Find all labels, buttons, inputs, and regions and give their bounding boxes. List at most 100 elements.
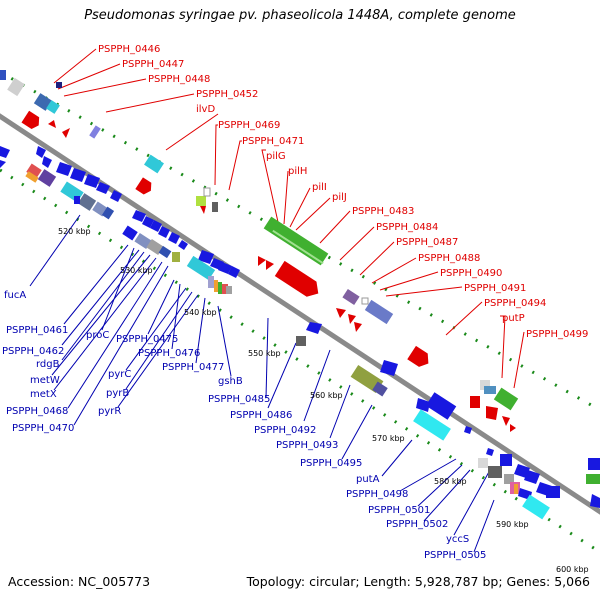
gene-arrow <box>142 216 154 228</box>
gene-arrow <box>407 345 429 367</box>
inner-dotted-track <box>0 168 600 554</box>
gene-block <box>413 409 451 441</box>
gene-label[interactable]: yccS <box>446 534 469 545</box>
gene-label[interactable]: PSPPH_0501 <box>368 505 430 516</box>
gene-label[interactable]: PSPPH_0483 <box>352 206 414 217</box>
gene-block <box>46 100 60 114</box>
gene-label[interactable]: PSPPH_0499 <box>526 329 588 340</box>
gene-arrow <box>274 260 319 297</box>
gene-block <box>172 252 180 262</box>
gene-label[interactable]: PSPPH_0452 <box>196 89 258 100</box>
gene-label[interactable]: pyrR <box>98 406 121 417</box>
gene-label[interactable]: PSPPH_0492 <box>254 425 316 436</box>
gene-label[interactable]: PSPPH_0476 <box>138 348 200 359</box>
tick-label: 570 kbp <box>372 434 405 443</box>
gene-arrow <box>470 396 480 408</box>
gene-arrow <box>464 426 472 434</box>
gene-label[interactable]: PSPPH_0461 <box>6 325 68 336</box>
forward-gene-labels: PSPPH_0446 PSPPH_0447 PSPPH_0448 PSPPH_0… <box>98 44 588 340</box>
gene-block <box>263 216 329 266</box>
gene-block <box>89 125 101 139</box>
gene-label[interactable]: fucA <box>4 290 26 301</box>
gene-block <box>478 458 488 468</box>
gene-block <box>296 336 306 346</box>
gene-arrow <box>36 146 46 158</box>
gene-block <box>37 169 57 187</box>
gene-label[interactable]: PSPPH_0485 <box>208 394 270 405</box>
gene-block <box>226 286 232 294</box>
gene-label[interactable]: pilH <box>288 166 307 177</box>
tick-label: 600 kbp <box>556 565 589 574</box>
gene-label[interactable]: PSPPH_0469 <box>218 120 280 131</box>
gene-block <box>504 474 514 484</box>
gene-label[interactable]: PSPPH_0475 <box>116 334 178 345</box>
gene-block <box>196 196 206 206</box>
gene-label[interactable]: pyrB <box>106 388 129 399</box>
gene-label[interactable]: PSPPH_0490 <box>440 268 502 279</box>
gene-block <box>214 280 218 292</box>
gene-label[interactable]: ilvD <box>196 104 215 115</box>
gene-arrow <box>590 494 600 508</box>
gene-block <box>74 196 80 204</box>
gene-block <box>77 193 97 211</box>
tick-label: 560 kbp <box>310 391 343 400</box>
gene-label[interactable]: PSPPH_0484 <box>376 222 438 233</box>
gene-arrow <box>21 110 40 130</box>
gene-arrow <box>354 322 362 332</box>
gene-label[interactable]: PSPPH_0495 <box>300 458 362 469</box>
gene-arrow <box>200 206 206 214</box>
gene-arrow <box>380 360 398 376</box>
gene-block <box>222 284 228 294</box>
gene-arrow <box>336 308 346 318</box>
gene-block <box>212 202 218 212</box>
gene-arrow <box>135 177 152 195</box>
gene-block <box>56 82 62 88</box>
gene-label[interactable]: pyrC <box>108 369 131 380</box>
gene-label[interactable]: PSPPH_0477 <box>162 362 224 373</box>
gene-arrow <box>416 398 430 412</box>
gene-label[interactable]: putA <box>356 474 380 485</box>
gene-label[interactable]: PSPPH_0493 <box>276 440 338 451</box>
gene-block <box>364 299 394 325</box>
gene-label[interactable]: pilI <box>312 182 327 193</box>
gene-label[interactable]: PSPPH_0470 <box>12 423 74 434</box>
gene-label[interactable]: putP <box>502 313 525 324</box>
gene-label[interactable]: PSPPH_0502 <box>386 519 448 530</box>
gene-arrow <box>178 240 188 250</box>
gene-label[interactable]: PSPPH_0491 <box>464 283 526 294</box>
gene-block <box>218 282 222 294</box>
genome-summary-text: Topology: circular; Length: 5,928,787 bp… <box>246 574 590 589</box>
gene-label[interactable]: rdgB <box>36 359 60 370</box>
gene-label[interactable]: PSPPH_0487 <box>396 237 458 248</box>
gene-arrow <box>56 162 72 176</box>
gene-block <box>158 245 172 259</box>
gene-label[interactable]: PSPPH_0505 <box>424 550 486 561</box>
gene-label[interactable]: PSPPH_0498 <box>346 489 408 500</box>
gene-label[interactable]: PSPPH_0488 <box>418 253 480 264</box>
gene-arrow <box>42 156 52 168</box>
gene-arrow <box>132 210 146 222</box>
gene-label[interactable]: PSPPH_0468 <box>6 406 68 417</box>
gene-label[interactable]: PSPPH_0447 <box>122 59 184 70</box>
gene-label[interactable]: PSPPH_0446 <box>98 44 160 55</box>
gene-block <box>25 171 39 183</box>
gene-block <box>208 276 214 288</box>
gene-block <box>101 206 115 220</box>
gene-label[interactable]: PSPPH_0462 <box>2 346 64 357</box>
gene-label[interactable]: PSPPH_0486 <box>230 410 292 421</box>
gene-arrow <box>62 128 70 138</box>
gene-label[interactable]: PSPPH_0448 <box>148 74 210 85</box>
gene-arrow <box>48 120 56 128</box>
gene-label[interactable]: pilG <box>266 151 286 162</box>
gene-label[interactable]: metW <box>30 375 60 386</box>
gene-arrow <box>486 448 494 456</box>
gene-block <box>146 238 164 256</box>
gene-label[interactable]: proC <box>86 330 109 341</box>
gene-label[interactable]: metX <box>30 389 57 400</box>
gene-label[interactable]: gshB <box>218 376 243 387</box>
gene-label[interactable]: pilJ <box>332 192 347 203</box>
gene-block <box>7 77 25 97</box>
gene-label[interactable]: PSPPH_0494 <box>484 298 546 309</box>
gene-label[interactable]: PSPPH_0471 <box>242 136 304 147</box>
